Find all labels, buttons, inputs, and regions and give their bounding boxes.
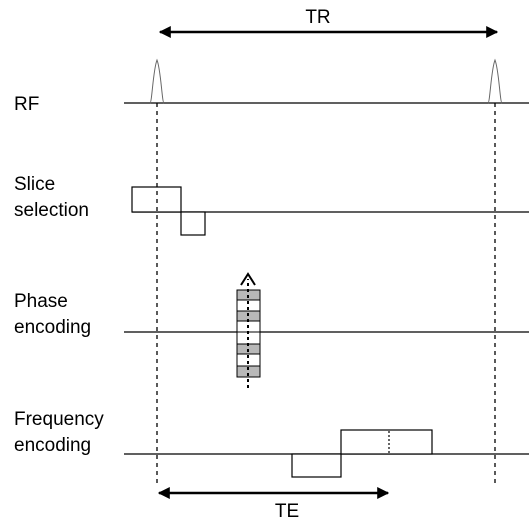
tr-label: TR (305, 7, 330, 28)
freq-dephase-lobe (291, 453, 342, 478)
slice-rephase-lobe (180, 211, 206, 236)
slice-label-line2: selection (14, 200, 89, 221)
phase-label-line1: Phase (14, 291, 68, 312)
slice-label-line1: Slice (14, 174, 55, 195)
phase-step-arrowhead (240, 272, 256, 286)
freq-label-line2: encoding (14, 435, 91, 456)
rf-label: RF (14, 94, 39, 115)
freq-readout-lobe (340, 429, 433, 455)
phase-label-line2: encoding (14, 317, 91, 338)
rf-pulse-2 (487, 58, 503, 104)
freq-label-line1: Frequency (14, 409, 104, 430)
rf-pulse-1 (149, 58, 165, 104)
te-label: TE (275, 501, 299, 522)
